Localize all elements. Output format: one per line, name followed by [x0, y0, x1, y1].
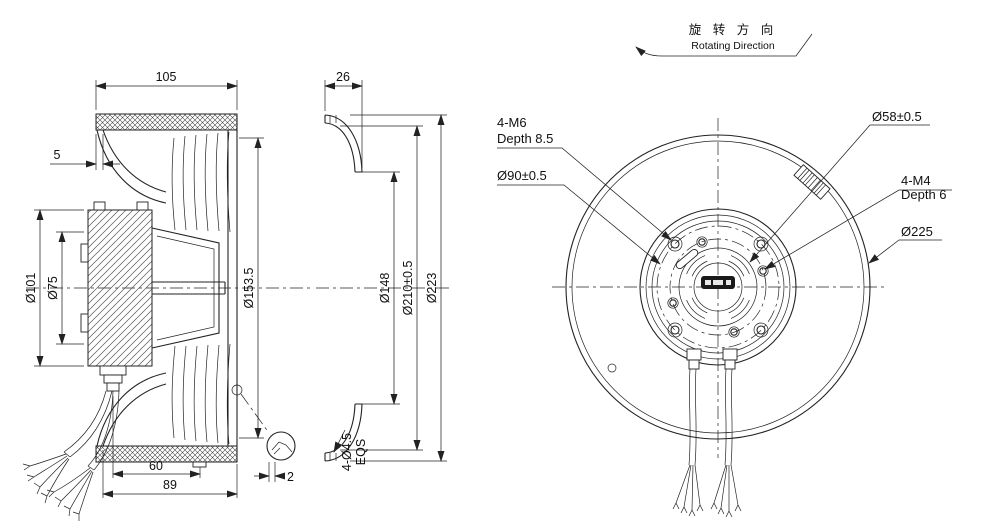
drain-hole [607, 363, 617, 373]
label-dia90: Ø90±0.5 [497, 168, 661, 265]
motor-shaft [152, 281, 226, 295]
flange-hole-section [329, 115, 337, 461]
front-cables [672, 368, 742, 518]
label-4-m6-line1: 4-M6 [497, 115, 527, 130]
dim-dia223: Ø223 [350, 114, 447, 462]
hub-slot-angled [675, 248, 699, 270]
dim-105: 105 [95, 70, 238, 110]
detail-callout [231, 384, 296, 461]
side-section-view: 105 5 Ø101 Ø75 Ø153.5 60 [22, 70, 314, 521]
dim-89-label: 89 [163, 478, 177, 492]
dim-dia75-label: Ø75 [46, 276, 60, 300]
front-circles [565, 134, 871, 440]
inlet-ring-view: 26 Ø148 Ø210±0.5 Ø223 4-Ø4.5 EQS [316, 70, 452, 471]
label-dia58: Ø58±0.5 [749, 109, 930, 263]
dim-dia148: Ø148 [358, 171, 400, 405]
dim-dia153-5-label: Ø153.5 [242, 267, 256, 308]
dim-dia210-label: Ø210±0.5 [401, 261, 415, 316]
dim-26: 26 [324, 70, 363, 168]
rotor-cup [151, 227, 220, 349]
label-4-m6-line2: Depth 8.5 [497, 131, 553, 146]
label-dia58-text: Ø58±0.5 [872, 109, 922, 124]
dim-dia101-label: Ø101 [24, 273, 38, 304]
dim-dia223-label: Ø223 [425, 273, 439, 304]
dim-60: 60 [112, 396, 201, 478]
inlet-profile [324, 114, 363, 462]
impeller-blades [171, 131, 231, 445]
dim-5: 5 [50, 134, 120, 170]
label-4-m6: 4-M6 Depth 8.5 [497, 115, 672, 241]
rotating-direction-en: Rotating Direction [691, 40, 775, 52]
front-view: 4-M6 Depth 8.5 Ø90±0.5 Ø58±0.5 4-M4 Dept… [497, 109, 952, 518]
label-dia225-text: Ø225 [901, 224, 933, 239]
bolt-circle-90 [656, 225, 780, 349]
m6-holes [667, 236, 769, 338]
side-cables [22, 390, 120, 521]
label-mounting-holes: 4-Ø4.5 EQS [333, 429, 368, 471]
detail-balloon [266, 431, 296, 461]
dim-dia148-label: Ø148 [378, 273, 392, 304]
mounting-foot [192, 461, 207, 468]
detail-mark-circle [231, 384, 243, 396]
barcode-label [793, 164, 831, 200]
dim-dia153-5: Ø153.5 [239, 137, 264, 439]
rotating-direction-cn: 旋 转 方 向 [689, 22, 777, 37]
motor-body [87, 209, 153, 367]
dim-60-label: 60 [149, 459, 163, 473]
dim-105-label: 105 [156, 70, 177, 84]
front-cable-glands [686, 348, 738, 370]
impeller-outer-circle [565, 134, 871, 440]
label-dia225: Ø225 [868, 224, 942, 264]
brand-logo [701, 276, 735, 289]
label-dia90-text: Ø90±0.5 [497, 168, 547, 183]
label-4-m4-line1: 4-M4 [901, 173, 931, 188]
motor-hub [639, 208, 797, 366]
dim-dia210: Ø210±0.5 [340, 125, 423, 451]
side-housing [95, 113, 238, 468]
spigot-circle-58 [678, 247, 758, 327]
dim-2-label: 2 [287, 470, 294, 484]
rotating-direction-arrow [635, 33, 813, 57]
dim-89: 89 [102, 450, 238, 498]
mounting-holes-label-line2: EQS [354, 439, 368, 465]
dim-dia101: Ø101 [24, 209, 84, 367]
impeller-rim-circle [571, 140, 865, 434]
rotating-direction-note: 旋 转 方 向 Rotating Direction [635, 22, 813, 57]
m4-holes [667, 236, 769, 338]
dim-5-label: 5 [54, 148, 61, 162]
side-cable-gland [99, 365, 127, 392]
dim-26-label: 26 [336, 70, 350, 84]
mounting-holes-label-line1: 4-Ø4.5 [340, 433, 354, 471]
label-4-m4-line2: Depth 6 [901, 187, 947, 202]
label-4-m4: 4-M4 Depth 6 [764, 173, 952, 270]
dim-2: 2 [254, 462, 294, 484]
dim-dia75: Ø75 [46, 231, 84, 345]
bolt-circle-m4 [669, 238, 767, 336]
side-motor [80, 201, 226, 367]
